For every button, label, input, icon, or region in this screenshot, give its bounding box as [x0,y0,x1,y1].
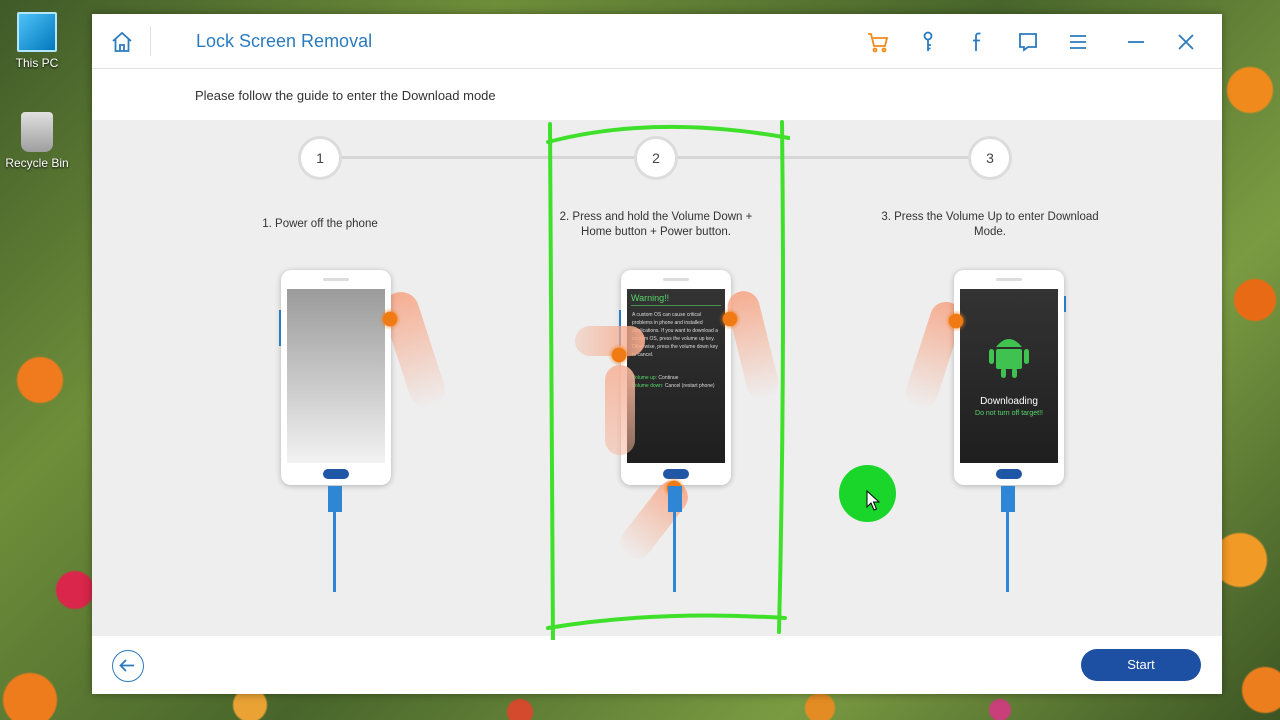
desktop-icon-recycle-bin[interactable]: Recycle Bin [1,112,73,170]
option-value: Continue [658,375,679,381]
annotation-highlight-box [546,120,790,640]
phone-warning-screen: Warning!! A custom OS can cause critical… [627,289,725,463]
option-value: Cancel (restart phone) [664,383,715,389]
desktop-icon-label: Recycle Bin [5,156,69,170]
phone-home-key [996,469,1022,479]
usb-cable [673,512,676,592]
desktop-icon-label: This PC [15,56,59,70]
steps-panel: 1 2 3 1. Power off the phone 2. Press an… [92,120,1222,636]
phone-side-button [279,310,281,346]
press-indicator [945,310,967,332]
press-indicator [608,344,630,366]
press-indicator [379,308,401,330]
finger-hand-icon [605,365,635,455]
phone-home-key [663,469,689,479]
phone-download-screen: Downloading Do not turn off target!! [960,289,1058,463]
warning-option-up: Volume up: Continue [632,375,722,381]
phone-speaker [663,278,689,281]
guide-text: Please follow the guide to enter the Dow… [195,88,496,103]
close-icon[interactable] [1174,30,1198,54]
warning-divider [631,305,721,306]
app-title: Lock Screen Removal [196,31,373,51]
phone-download-mode: Downloading Do not turn off target!! [954,270,1066,485]
computer-icon [17,12,57,52]
minimize-icon[interactable] [1124,30,1148,54]
downloading-label: Downloading [980,396,1038,407]
step-2-circle: 2 [634,136,678,180]
footer-bar: Start [92,636,1222,694]
option-key: Volume up: [632,375,658,381]
usb-cable [1006,512,1009,592]
menu-icon[interactable] [1066,30,1090,54]
phone-warning: Warning!! A custom OS can cause critical… [619,270,731,485]
usb-plug-icon [1001,486,1015,512]
feedback-icon[interactable] [1016,30,1040,54]
usb-plug-icon [328,486,342,512]
warning-title: Warning!! [631,293,670,303]
recycle-bin-icon [21,112,53,152]
usb-cable [333,512,336,592]
progress-track [342,156,656,159]
downloading-warning: Do not turn off target!! [975,410,1043,417]
guide-bar: Please follow the guide to enter the Dow… [92,70,1222,120]
step-3-circle: 3 [968,136,1012,180]
toolbar-separator [150,26,151,56]
arrow-left-icon [119,659,134,672]
phone-home-key [323,469,349,479]
phone-speaker [323,278,349,281]
progress-track [678,156,968,159]
start-button[interactable]: Start [1081,649,1201,681]
desktop-icon-this-pc[interactable]: This PC [1,12,73,70]
step-1-text: 1. Power off the phone [262,218,378,230]
key-icon[interactable] [916,30,940,54]
phone-speaker [996,278,1022,281]
facebook-icon[interactable] [966,30,990,54]
step-3-text: 3. Press the Volume Up to enter Download… [881,211,1099,238]
usb-plug-icon [668,486,682,512]
warning-option-down: Volume down: Cancel (restart phone) [632,383,722,389]
step-1-circle: 1 [298,136,342,180]
warning-body: A custom OS can cause critical problems … [632,312,718,358]
press-indicator [719,308,741,330]
phone-screen-off [287,289,385,463]
cart-icon[interactable] [866,30,890,54]
phone-side-button [1064,296,1066,312]
step-2-text: 2. Press and hold the Volume Down + Home… [559,211,753,238]
phone-power-off [279,270,391,485]
back-button[interactable] [112,650,144,682]
option-key: Volume down: [632,383,664,389]
home-icon[interactable] [110,30,134,54]
title-bar: Lock Screen Removal [92,14,1222,69]
mouse-cursor-icon [866,490,880,511]
android-robot-icon [989,339,1029,378]
